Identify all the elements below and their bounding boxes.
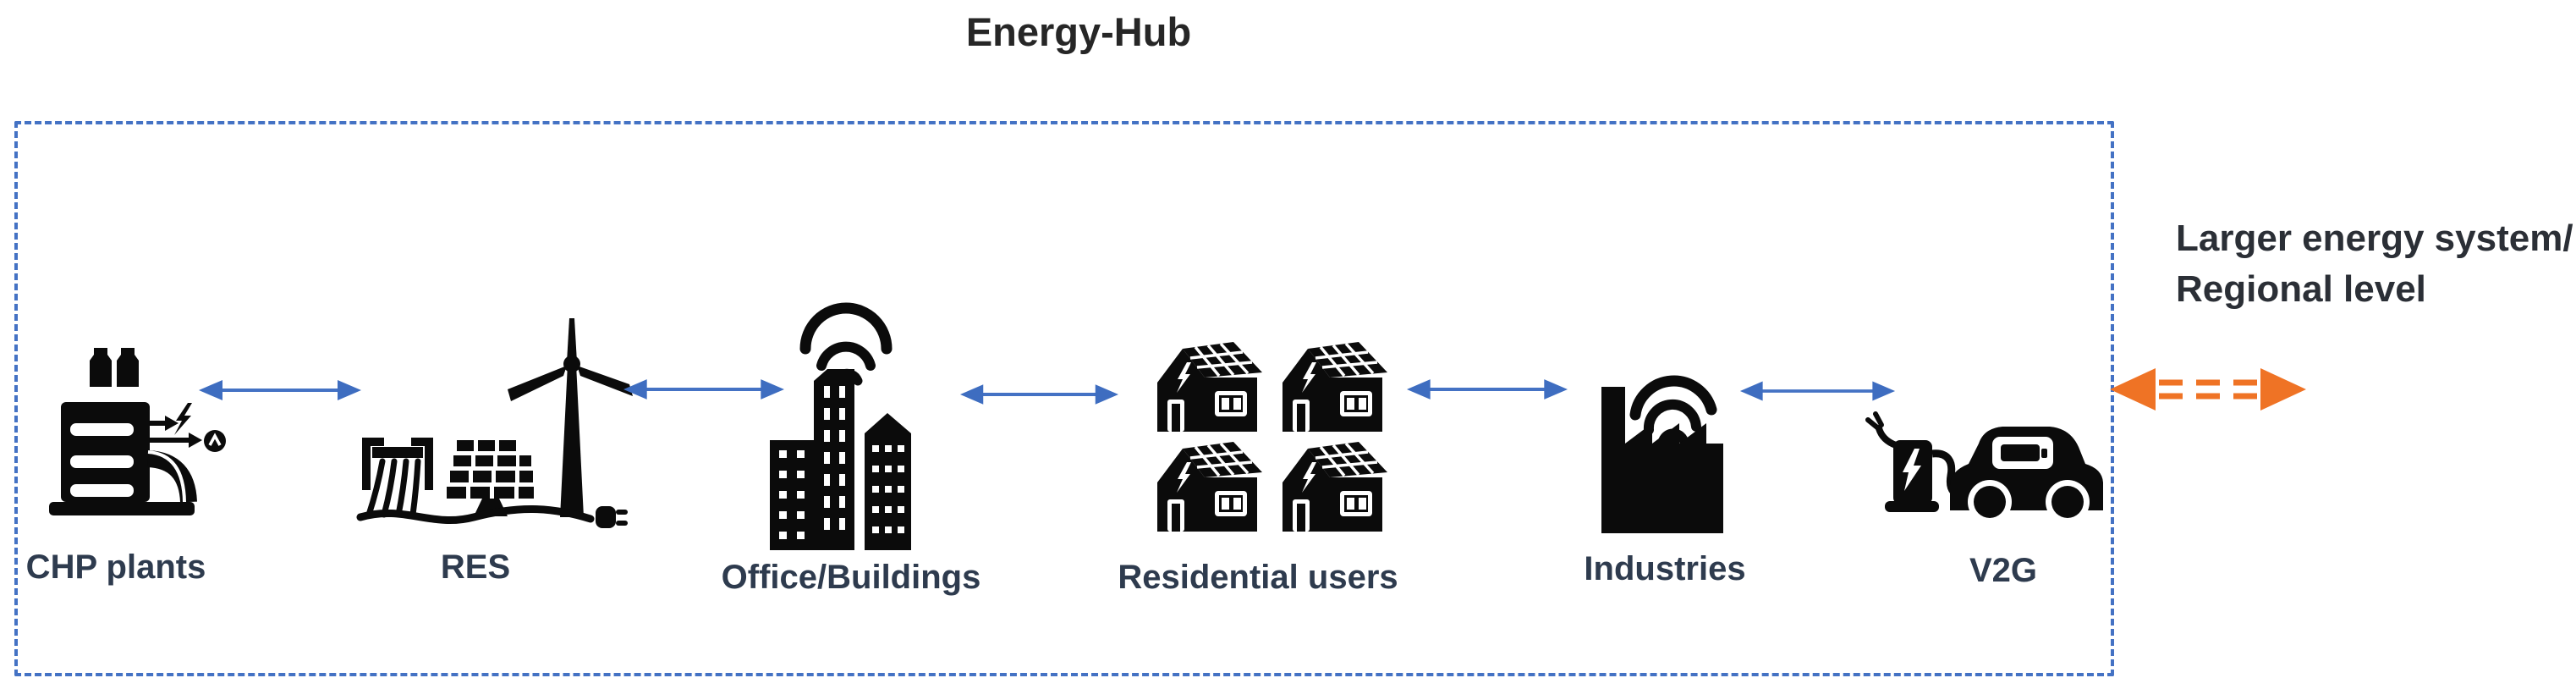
- bidirectional-arrow-industries-v2g: [1739, 381, 1896, 401]
- factory-wifi-icon: [1601, 375, 1723, 533]
- external-bidirectional-arrow: [2110, 368, 2306, 411]
- node-label-residential-users: Residential users: [1118, 559, 1398, 596]
- external-system-label: Larger energy system/ Regional level: [2176, 213, 2573, 315]
- node-office-buildings: [760, 288, 920, 559]
- solar-houses-icon: [1156, 340, 1389, 533]
- node-residential-users: [1151, 340, 1404, 548]
- node-res: [354, 311, 633, 532]
- external-system-label-line2: Regional level: [2176, 268, 2426, 310]
- node-label-office-buildings: Office/Buildings: [721, 559, 981, 596]
- energy-hub-boundary: [14, 121, 2114, 676]
- node-label-industries: Industries: [1584, 550, 1746, 587]
- bidirectional-arrow-chp-res: [199, 380, 361, 400]
- bidirectional-arrow-residential-industries: [1406, 379, 1568, 400]
- node-v2g: [1865, 405, 2111, 532]
- office-buildings-icon: [770, 302, 911, 550]
- node-chp-plants: [38, 330, 233, 525]
- diagram-title: Energy-Hub: [965, 9, 1192, 54]
- external-system-label-line1: Larger energy system/: [2176, 218, 2573, 259]
- node-label-chp-plants: CHP plants: [25, 548, 206, 586]
- node-label-res: RES: [440, 548, 511, 586]
- chp-plant-icon: [49, 348, 226, 515]
- bidirectional-arrow-office-residential: [959, 384, 1119, 405]
- renewable-energy-icon: [356, 318, 633, 528]
- node-label-v2g: V2G: [1969, 552, 2038, 589]
- node-industries: [1595, 366, 1730, 535]
- bidirectional-arrow-res-office: [623, 379, 785, 400]
- ev-charging-car-icon: [1865, 411, 2103, 524]
